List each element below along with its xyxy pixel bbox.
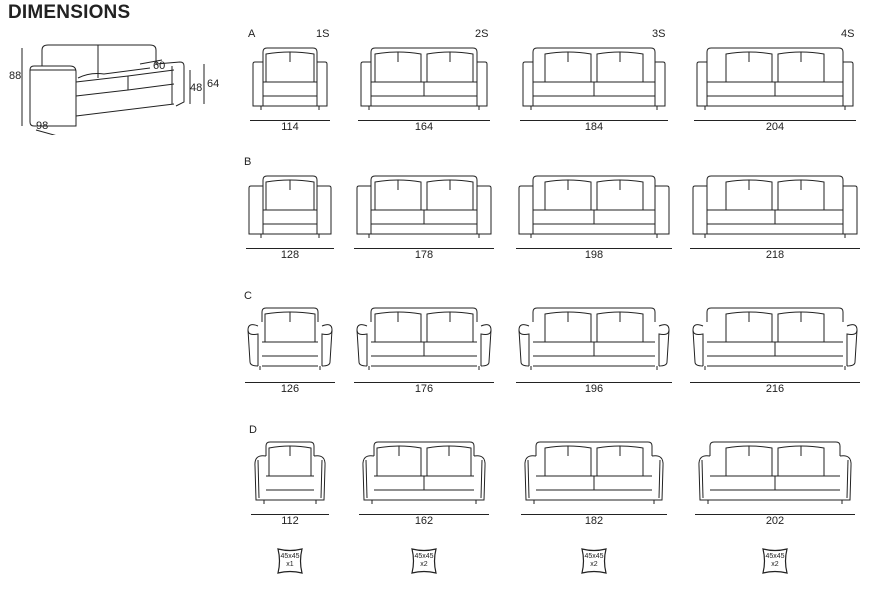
width-dimension-line [520, 120, 668, 121]
pillow-size: 45x45 [584, 553, 604, 560]
sofa-a-2s [359, 44, 489, 114]
row-label-d: D [249, 424, 257, 436]
seat-height-label: 48 [190, 82, 203, 94]
width-label: 164 [414, 121, 434, 133]
pillow-quantity: x2 [590, 561, 598, 568]
width-dimension-line [516, 382, 672, 383]
width-label: 112 [281, 515, 299, 527]
sofa-drawing [252, 47, 328, 110]
size-label-1s: 1S [316, 28, 330, 40]
overview-sofa-diagram: 88 98 60 48 64 [0, 30, 230, 141]
width-dimension-line [245, 382, 335, 383]
pillow-shape [277, 548, 303, 574]
width-label: 162 [414, 515, 434, 527]
sofa-d-1s [252, 438, 328, 508]
sofa-drawing [698, 441, 852, 504]
row-label-b: B [244, 156, 252, 168]
arm-height-label: 64 [207, 78, 220, 90]
sofa-drawing [362, 441, 486, 504]
width-label: 128 [280, 249, 300, 261]
width-label: 218 [765, 249, 785, 261]
height-label: 88 [9, 70, 22, 82]
row-label-c: C [244, 290, 252, 302]
width-dimension-line [354, 382, 494, 383]
pillow-size: 45x45 [765, 553, 785, 560]
sofa-c-2s [355, 304, 493, 374]
sofa-drawing [247, 307, 333, 370]
sofa-b-2s [355, 172, 493, 242]
sofa-drawing [356, 175, 492, 238]
sofa-drawing [692, 175, 858, 238]
width-dimension-line [521, 514, 667, 515]
width-label: 176 [414, 383, 434, 395]
width-dimension-line [694, 120, 856, 121]
sofa-drawing [696, 47, 854, 110]
width-label: 184 [584, 121, 604, 133]
sofa-drawing [356, 307, 492, 370]
page-title: DIMENSIONS [8, 2, 131, 23]
width-label: 198 [584, 249, 604, 261]
sofa-drawing [522, 47, 666, 110]
sofa-a-3s [521, 44, 667, 114]
pillow-shape [581, 548, 607, 574]
depth-label: 98 [36, 120, 49, 132]
pillow-quantity: x2 [420, 561, 428, 568]
width-dimension-line [358, 120, 490, 121]
sofa-drawing [360, 47, 488, 110]
width-dimension-line [246, 248, 334, 249]
width-label: 204 [765, 121, 785, 133]
sofa-drawing [692, 307, 858, 370]
pillow-quantity: x1 [286, 561, 294, 568]
width-dimension-line [354, 248, 494, 249]
width-label: 216 [765, 383, 785, 395]
sofa-b-1s [247, 172, 333, 242]
width-label: 196 [584, 383, 604, 395]
size-label-4s: 4S [841, 28, 855, 40]
width-dimension-line [690, 382, 860, 383]
width-dimension-line [516, 248, 672, 249]
sofa-c-1s [246, 304, 334, 374]
sofa-a-4s [695, 44, 855, 114]
sofa-b-3s [517, 172, 671, 242]
sofa-drawing [248, 175, 332, 238]
pillow-shape [411, 548, 437, 574]
pillow-size: 45x45 [414, 553, 434, 560]
width-dimension-line [250, 120, 330, 121]
pillow-quantity: x2 [771, 561, 779, 568]
seat-depth-label: 60 [153, 60, 166, 72]
sofa-d-2s [360, 438, 488, 508]
sofa-c-4s [691, 304, 859, 374]
sofa-drawing [518, 175, 670, 238]
width-dimension-line [690, 248, 860, 249]
width-label: 178 [414, 249, 434, 261]
width-dimension-line [251, 514, 329, 515]
sofa-c-3s [517, 304, 671, 374]
width-label: 114 [281, 121, 299, 133]
sofa-b-4s [691, 172, 859, 242]
sofa-d-3s [522, 438, 666, 508]
sofa-a-1s [251, 44, 329, 114]
sofa-drawing [254, 441, 326, 504]
width-dimension-line [359, 514, 489, 515]
row-label-a: A [248, 28, 256, 40]
pillow-size: 45x45 [280, 553, 300, 560]
pillow-shape [762, 548, 788, 574]
width-label: 202 [765, 515, 785, 527]
sofa-drawing [518, 307, 670, 370]
sofa-drawing [524, 441, 664, 504]
width-label: 182 [584, 515, 604, 527]
sofa-d-4s [696, 438, 854, 508]
width-label: 126 [280, 383, 300, 395]
width-dimension-line [695, 514, 855, 515]
size-label-2s: 2S [475, 28, 489, 40]
size-label-3s: 3S [652, 28, 666, 40]
